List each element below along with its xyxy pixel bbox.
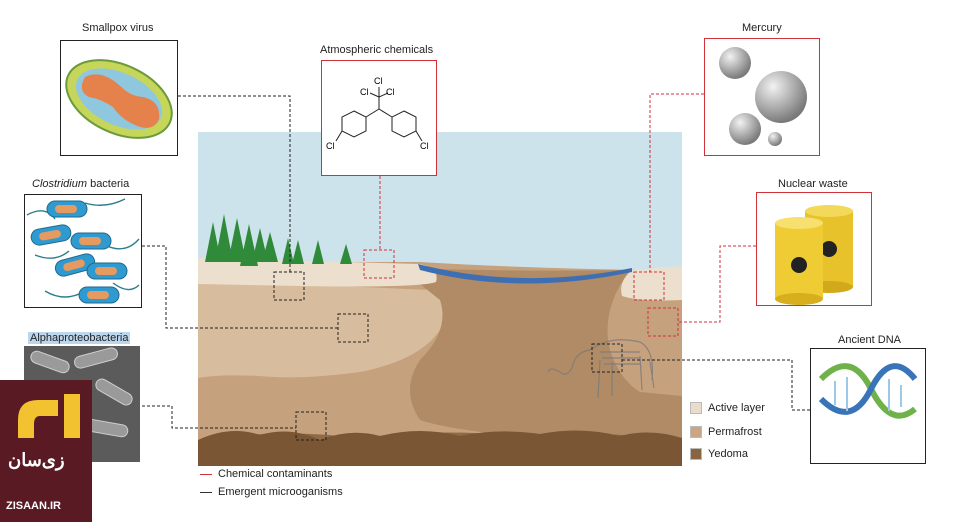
legend-chemical-contaminants: Chemical contaminants xyxy=(200,468,332,480)
legend-label-permafrost: Permafrost xyxy=(708,426,762,438)
cl-right: Cl xyxy=(386,87,395,97)
connector-smallpox xyxy=(178,95,291,272)
nuclear-panel xyxy=(756,192,872,306)
legend-label-active: Active layer xyxy=(708,402,765,414)
label-smallpox: Smallpox virus xyxy=(82,22,154,34)
legend-swatch-yedoma xyxy=(690,448,702,460)
label-alphaproteo: Alphaproteobacteria xyxy=(28,332,131,344)
legend-label-chemical: Chemical contaminants xyxy=(218,468,333,480)
clostridium-panel xyxy=(24,194,142,308)
atmospheric-panel: Cl Cl Cl Cl Cl xyxy=(321,60,437,176)
active-layer-right xyxy=(621,266,682,301)
connector-mercury xyxy=(649,93,704,272)
dna-helix-illustration xyxy=(818,363,918,419)
label-clostridium-genus: Clostridium xyxy=(32,178,88,190)
connector-alphaproteo xyxy=(142,405,296,429)
sky xyxy=(198,132,682,282)
smallpox-panel xyxy=(60,40,178,156)
legend-active-layer: Active layer xyxy=(690,402,765,414)
marker-smallpox xyxy=(273,271,305,301)
lake-water xyxy=(418,264,632,284)
marker-mercury xyxy=(633,271,665,301)
logo-url: ZISAAN.IR xyxy=(6,500,61,512)
ancient-dna-panel xyxy=(810,348,926,464)
ddt-molecule-diagram: Cl Cl Cl Cl Cl xyxy=(326,76,429,151)
zisaan-logo: زی‌سان ZISAAN.IR xyxy=(0,380,92,522)
clostridium-bacteria-illustration xyxy=(26,198,140,304)
connector-ancient-dna xyxy=(622,359,810,411)
nuclear-barrels-illustration xyxy=(775,205,853,305)
permafrost-upper xyxy=(198,280,444,378)
mercury-droplets-illustration xyxy=(719,47,807,146)
label-clostridium-rest: bacteria xyxy=(87,178,130,190)
smallpox-virus-illustration xyxy=(65,59,173,139)
mercury-panel xyxy=(704,38,820,156)
logo-mark-icon xyxy=(18,394,80,438)
legend-emergent-microorganisms: Emergent microoganisms xyxy=(200,486,343,498)
mammoth-skeleton xyxy=(547,339,655,399)
marker-alphaproteo xyxy=(295,411,327,441)
legend-line-black xyxy=(200,491,212,493)
legend-swatch-permafrost xyxy=(690,426,702,438)
cl-ring-right: Cl xyxy=(420,141,429,151)
legend-swatch-active xyxy=(690,402,702,414)
legend-label-yedoma: Yedoma xyxy=(708,448,748,460)
marker-atmospheric xyxy=(363,249,395,279)
label-mercury: Mercury xyxy=(742,22,782,34)
label-nuclear: Nuclear waste xyxy=(778,178,848,190)
thaw-basin xyxy=(400,268,682,440)
legend-yedoma: Yedoma xyxy=(690,448,748,460)
connector-clostridium xyxy=(142,245,338,329)
legend-line-red xyxy=(200,473,212,475)
label-clostridium: Clostridium bacteria xyxy=(32,178,129,190)
label-atmospheric: Atmospheric chemicals xyxy=(320,44,434,56)
logo-wordmark: زی‌سان xyxy=(8,450,65,470)
marker-nuclear xyxy=(647,307,679,337)
legend-label-microorganisms: Emergent microoganisms xyxy=(218,486,343,498)
forest xyxy=(205,214,352,266)
marker-ancient-dna xyxy=(591,343,623,373)
cl-left: Cl xyxy=(360,87,369,97)
connector-nuclear xyxy=(678,245,756,323)
legend-permafrost: Permafrost xyxy=(690,426,762,438)
yedoma-surface xyxy=(198,430,682,466)
cl-top: Cl xyxy=(374,76,383,86)
label-ancient-dna: Ancient DNA xyxy=(838,334,901,346)
cl-ring-left: Cl xyxy=(326,141,335,151)
